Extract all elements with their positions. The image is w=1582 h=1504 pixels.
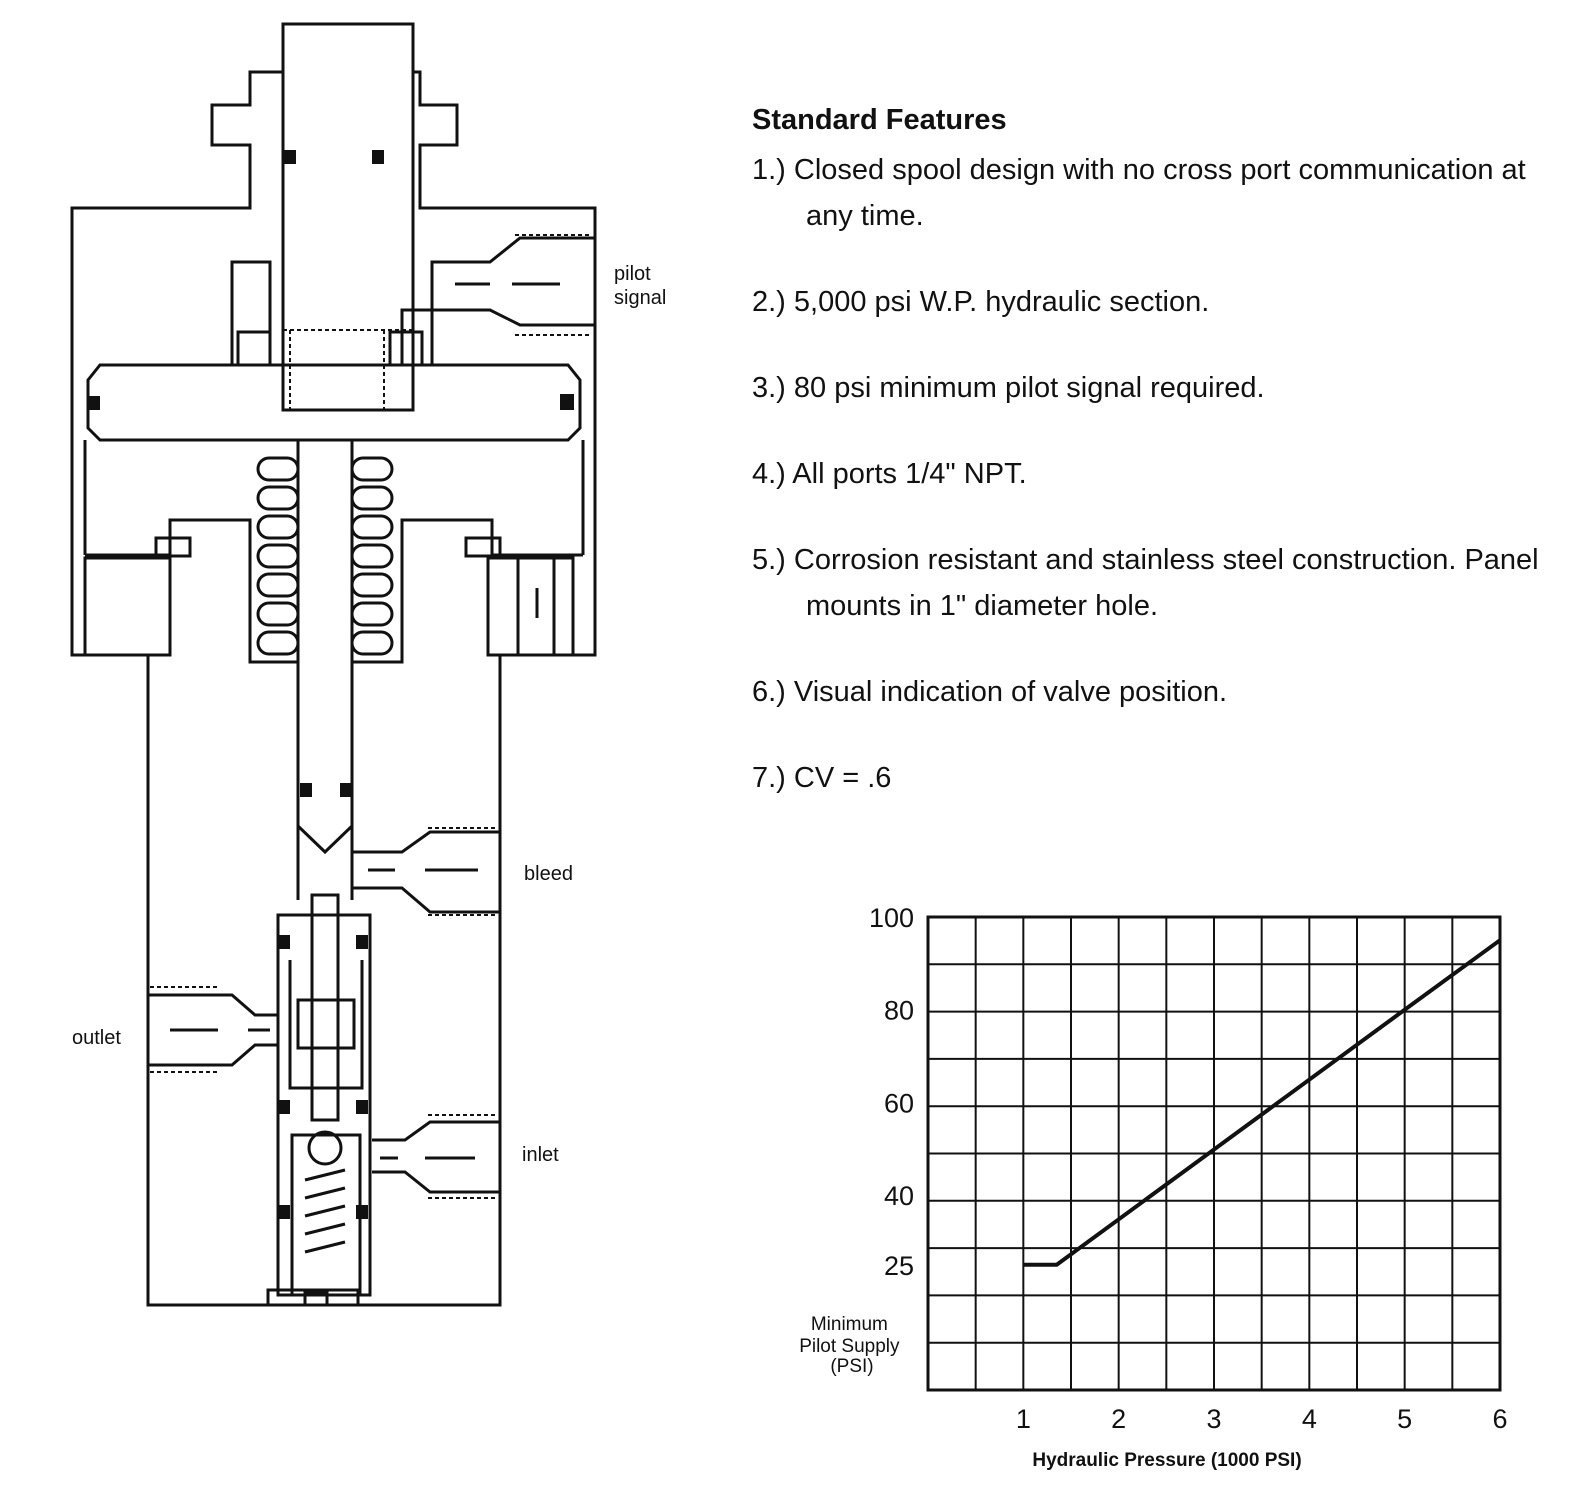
feature-text: 6.) Visual indication of valve position. [752, 676, 1228, 708]
feature-item: 4.) All ports 1/4" NPT. [752, 451, 1562, 497]
x-tick-label: 3 [1206, 1404, 1221, 1434]
pilot-supply-chart: 1 2 3 4 5 6 100 80 60 40 25 Hydraulic Pressure (10… [799, 903, 1508, 1471]
feature-item: 1.) Closed spool design with no cross po… [752, 147, 1562, 239]
y-axis-label-line: Minimum [811, 1314, 888, 1335]
chart-series [1023, 938, 1502, 1267]
y-tick-label: 100 [869, 903, 914, 933]
pilot-signal-label-line1: pilot [614, 263, 651, 285]
chart-tick-labels: 1 2 3 4 5 6 100 80 60 40 25 [869, 903, 1508, 1434]
feature-text-continued: any time. [806, 200, 924, 232]
bleed-port-label: bleed [524, 863, 573, 885]
y-axis-label-line: Pilot Supply [799, 1336, 900, 1357]
x-tick-label: 4 [1302, 1404, 1317, 1434]
y-tick-label: 60 [884, 1088, 914, 1118]
feature-text-continued: mounts in 1" diameter hole. [806, 590, 1159, 622]
feature-text: 4.) All ports 1/4" NPT. [752, 458, 1027, 490]
feature-item: 3.) 80 psi minimum pilot signal required… [752, 365, 1562, 411]
pilot-signal-label-line2: signal [614, 287, 667, 309]
feature-item: 2.) 5,000 psi W.P. hydraulic section. [752, 279, 1562, 325]
feature-item: 6.) Visual indication of valve position. [752, 669, 1562, 715]
inlet-port-label: inlet [522, 1144, 559, 1166]
x-tick-label: 5 [1397, 1404, 1412, 1434]
y-tick-label: 80 [884, 996, 914, 1026]
valve-cross-section-diagram [70, 22, 597, 1307]
x-tick-label: 6 [1492, 1404, 1507, 1434]
data-series-line [1023, 938, 1502, 1267]
feature-text: 5.) Corrosion resistant and stainless st… [752, 544, 1539, 576]
feature-item: 5.) Corrosion resistant and stainless st… [752, 537, 1562, 629]
feature-text: 3.) 80 psi minimum pilot signal required… [752, 372, 1265, 404]
pilot-signal-label: pilot signal [614, 262, 666, 310]
y-axis-label: Minimum Pilot Supply (PSI) [799, 1314, 905, 1377]
feature-item: 7.) CV = .6 [752, 755, 1562, 801]
chart-grid [926, 915, 1502, 1392]
feature-text: 2.) 5,000 psi W.P. hydraulic section. [752, 286, 1210, 318]
y-tick-label: 40 [884, 1181, 914, 1211]
x-tick-label: 1 [1016, 1404, 1031, 1434]
y-axis-label-line: (PSI) [830, 1356, 873, 1377]
outlet-port-label: outlet [72, 1027, 121, 1049]
x-tick-label: 2 [1111, 1404, 1126, 1434]
x-axis-label: Hydraulic Pressure (1000 PSI) [1032, 1450, 1301, 1471]
standard-features-section: Standard Features 1.) Closed spool desig… [752, 104, 1562, 801]
features-title: Standard Features [752, 104, 1007, 136]
feature-text: 1.) Closed spool design with no cross po… [752, 154, 1526, 186]
feature-text: 7.) CV = .6 [752, 762, 892, 794]
y-tick-label: 25 [884, 1251, 914, 1281]
